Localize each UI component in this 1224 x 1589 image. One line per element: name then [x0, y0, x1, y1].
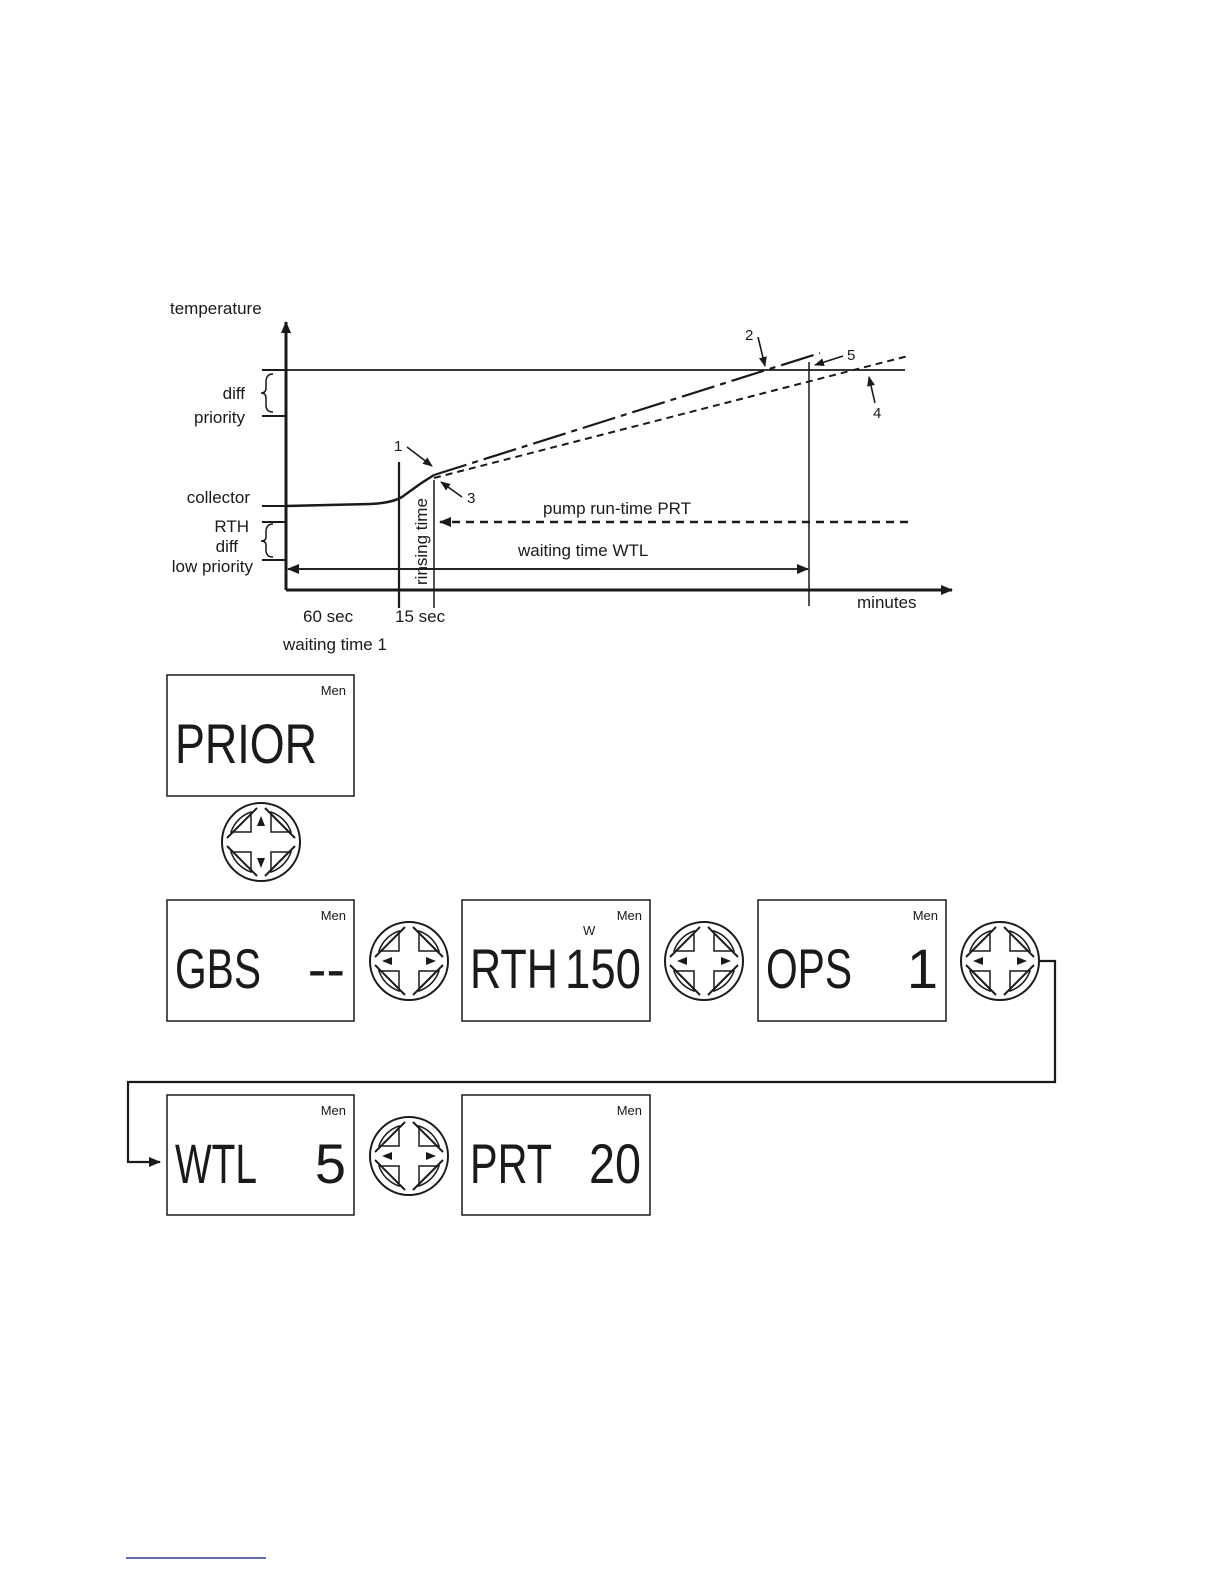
time-60-label: 60 sec	[303, 607, 354, 626]
lcd-text: PRT	[470, 1132, 552, 1195]
waiting-time-wtl-label: waiting time WTL	[517, 541, 648, 560]
lcd-display-wtl: Men WTL 5	[167, 1095, 354, 1215]
rinsing-time-label: rinsing time	[412, 498, 431, 585]
diff-label: diff	[223, 384, 246, 403]
x-axis-label: minutes	[857, 593, 917, 612]
menu-badge: Men	[321, 683, 346, 698]
pump-runtime-label: pump run-time PRT	[543, 499, 691, 518]
marker-3: 3	[467, 490, 475, 507]
left-right-nav-pad[interactable]	[961, 922, 1039, 1000]
left-right-nav-pad[interactable]	[370, 922, 448, 1000]
priority-label: priority	[194, 408, 246, 427]
lcd-value: 5	[315, 1132, 346, 1195]
left-right-nav-pad[interactable]	[370, 1117, 448, 1195]
waiting-time-1-label: waiting time 1	[282, 635, 387, 654]
menu-badge: Men	[913, 908, 938, 923]
menu-badge: Men	[321, 908, 346, 923]
temperature-rise-line-2	[434, 353, 820, 475]
lcd-text: PRIOR	[175, 712, 317, 775]
temperature-rise-line-4	[434, 356, 908, 478]
diff-low-label: diff	[216, 537, 239, 556]
y-axis-label: temperature	[170, 299, 262, 318]
lcd-text: RTH	[470, 937, 558, 1000]
collector-label: collector	[187, 488, 251, 507]
lcd-text: GBS	[175, 937, 261, 1000]
lcd-text: WTL	[175, 1132, 257, 1195]
lcd-display-prior: Men PRIOR	[167, 675, 354, 796]
lcd-value: 1	[907, 937, 938, 1000]
lcd-display-gbs: Men GBS --	[167, 900, 354, 1021]
lcd-display-ops: Men OPS 1	[758, 900, 946, 1021]
menu-badge: Men	[617, 908, 642, 923]
diff-low-brace	[261, 524, 273, 557]
lcd-display-rth: Men W RTH 150	[462, 900, 650, 1021]
marker-1: 1	[394, 438, 402, 455]
diff-priority-brace	[261, 374, 273, 412]
left-right-nav-pad[interactable]	[665, 922, 743, 1000]
lcd-text: OPS	[766, 937, 852, 1000]
up-down-nav-pad[interactable]	[222, 803, 300, 881]
lcd-value: 20	[589, 1132, 641, 1195]
marker-4: 4	[873, 405, 881, 422]
lcd-value: --	[308, 937, 345, 1000]
menu-badge: Men	[321, 1103, 346, 1118]
time-15-label: 15 sec	[395, 607, 446, 626]
marker-5: 5	[847, 347, 855, 364]
lcd-indicator: W	[583, 923, 596, 938]
low-priority-label: low priority	[172, 557, 254, 576]
menu-badge: Men	[617, 1103, 642, 1118]
lcd-display-prt: Men PRT 20	[462, 1095, 650, 1215]
temperature-timing-graph: temperature minutes diff priority collec…	[170, 299, 952, 654]
rth-label: RTH	[214, 517, 249, 536]
marker-2: 2	[745, 327, 753, 344]
lcd-value: 150	[565, 937, 641, 1000]
